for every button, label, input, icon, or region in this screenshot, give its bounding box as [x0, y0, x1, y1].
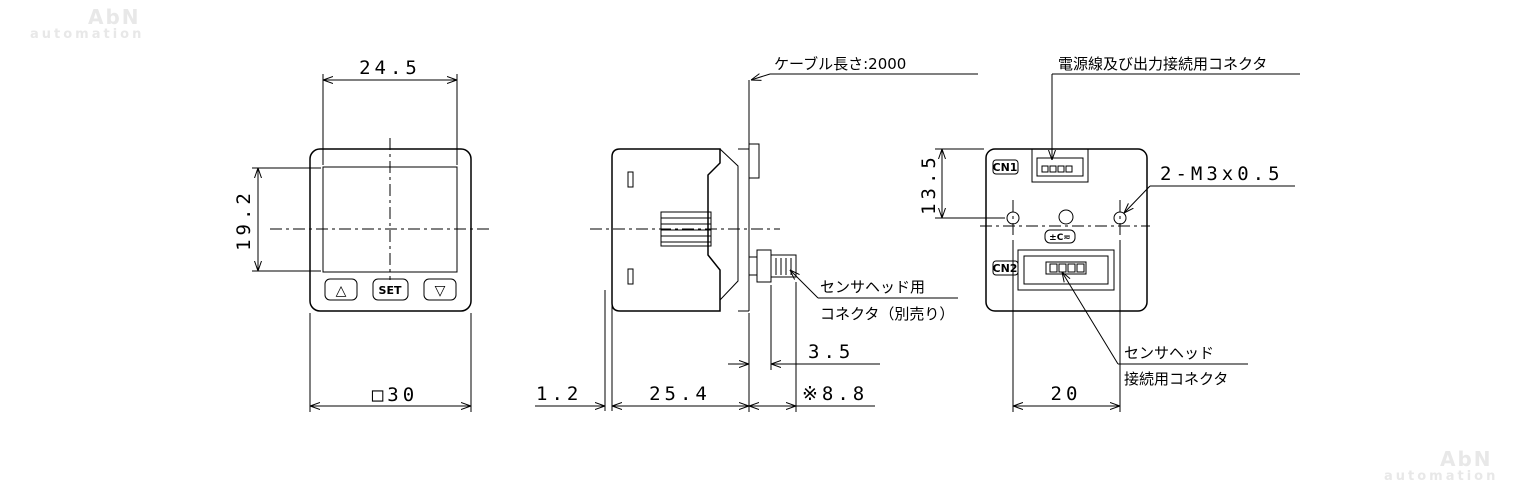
front-view: △ SET ▽ 24.5 19.2 □30: [233, 57, 490, 412]
rear-view: CN1 ±C≂ CN2 電源線及び出力接続用コネクタ 2-M3x0.5: [918, 55, 1300, 412]
dim-label-30: □30: [372, 384, 418, 406]
cable-gland: [748, 143, 760, 179]
down-arrow-icon: ▽: [435, 283, 446, 299]
set-button-label: SET: [379, 284, 402, 297]
sensor-connector-label-2: コネクタ（別売り）: [820, 305, 954, 323]
screw-label: 2-M3x0.5: [1160, 163, 1284, 185]
cn1-label: CN1: [993, 161, 1018, 174]
sensor-head-label-1: センサヘッド: [1124, 344, 1214, 362]
cable-length-label: ケーブル長さ:2000: [774, 55, 906, 73]
dim-label-20: 20: [1051, 383, 1082, 405]
watermark-text-bottom: automation: [1384, 469, 1498, 484]
watermark-logo-top: AbN: [88, 5, 141, 29]
up-arrow-icon: △: [336, 283, 347, 299]
dim-label-25-4: 25.4: [649, 383, 711, 405]
side-view: ケーブル長さ:2000 センサヘッド用 コネクタ（別売り） 3.5 1.2 25…: [535, 55, 978, 412]
dim-label-19-2: 19.2: [233, 189, 255, 251]
center-hole: [1058, 209, 1074, 225]
cn2-label: CN2: [993, 262, 1018, 275]
set-button[interactable]: [372, 278, 409, 301]
polarity-marking: ±C≂: [1049, 233, 1071, 243]
watermark-logo-bottom: AbN: [1440, 447, 1493, 471]
dim-label-1-2: 1.2: [536, 383, 582, 405]
up-button[interactable]: [324, 278, 358, 301]
sensor-head-label-2: 接続用コネクタ: [1124, 370, 1228, 388]
sensor-connector-label-1: センサヘッド用: [820, 278, 925, 296]
dim-label-3-5: 3.5: [808, 341, 854, 363]
power-connector-label: 電源線及び出力接続用コネクタ: [1058, 55, 1267, 73]
dim-label-8-8: ※8.8: [802, 383, 868, 405]
dim-label-13-5: 13.5: [918, 153, 940, 215]
down-button[interactable]: [423, 278, 457, 301]
dim-label-24-5: 24.5: [359, 57, 421, 79]
cn1-connector: [1031, 148, 1089, 183]
sensor-connector: [756, 249, 772, 283]
watermark-text-top: automation: [30, 27, 144, 42]
